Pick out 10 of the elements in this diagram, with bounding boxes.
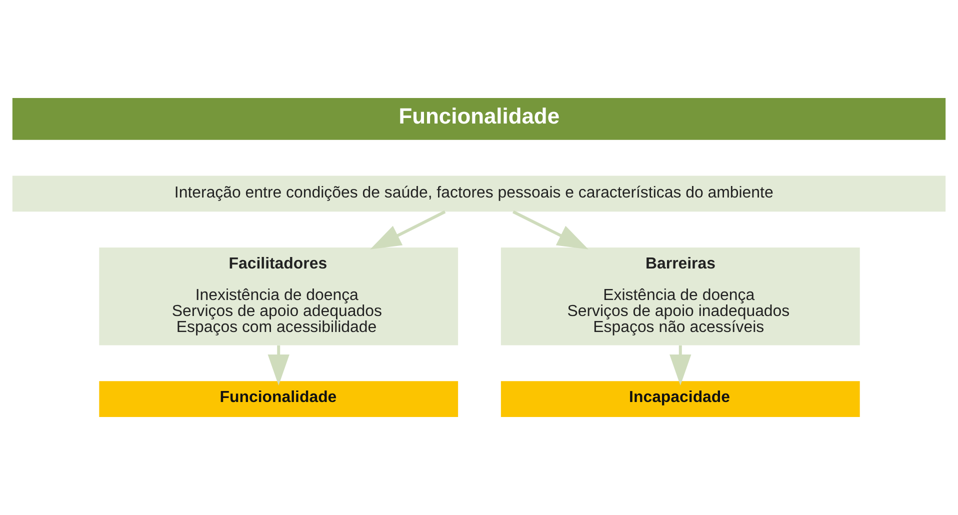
node-box: Interação entre condições de saúde, factores pessoais e características do ambiente [12, 176, 946, 212]
arrow [370, 210, 446, 250]
node-box: Funcionalidade [12, 98, 946, 140]
node-box: Incapacidade [500, 381, 860, 417]
arrow [512, 210, 588, 250]
node-box: Facilitadores Inexistência de doença Serviços de apoio adequados Espaços com acessibilidade [99, 248, 458, 346]
node-box: Barreiras Existência de doença Serviços de apoio inadequados Espaços não acessíveis [500, 248, 860, 346]
arrow [268, 345, 290, 386]
arrow [670, 345, 692, 386]
node-box: Funcionalidade [99, 381, 458, 417]
